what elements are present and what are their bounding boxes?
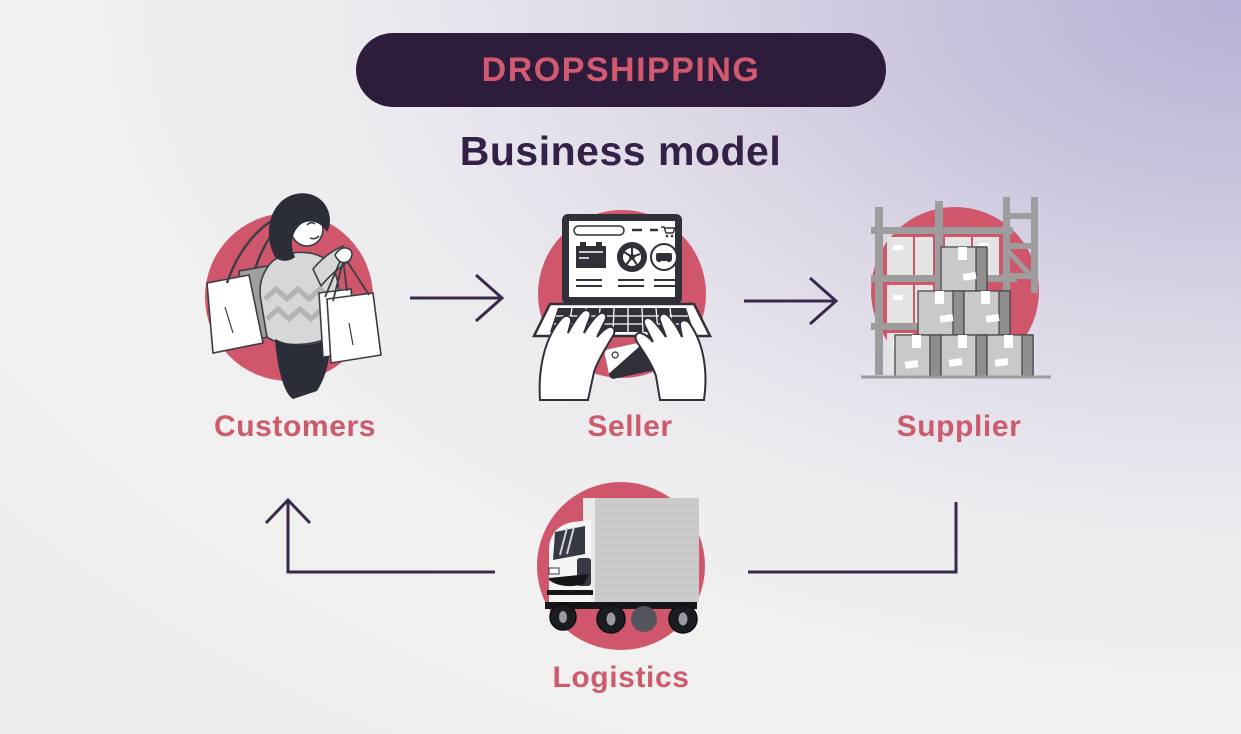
customers-label: Customers (213, 410, 377, 443)
line-supplier-to-logistics (748, 502, 958, 574)
arrow-logistics-to-customers (264, 497, 495, 574)
supplier-label: Supplier (896, 410, 1022, 443)
badge-text: DROPSHIPPING (481, 50, 761, 89)
laptop-checkout-icon (531, 210, 713, 401)
warehouse-shelves-icon (861, 197, 1051, 379)
woman-shopper-icon (205, 193, 382, 399)
delivery-truck-icon (537, 482, 705, 650)
arrow-customers-to-seller (410, 273, 505, 323)
arrow-seller-to-supplier (744, 276, 839, 326)
page-title: Business model (459, 128, 782, 174)
logistics-label: Logistics (552, 661, 690, 694)
seller-label: Seller (587, 410, 673, 443)
dropshipping-badge: DROPSHIPPING (356, 33, 886, 107)
